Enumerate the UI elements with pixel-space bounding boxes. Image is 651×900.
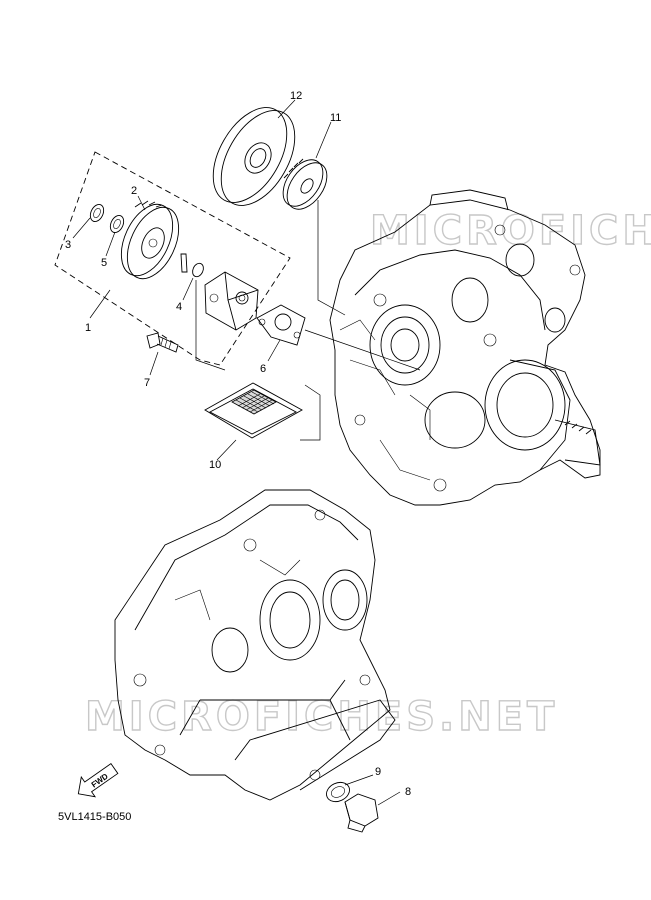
callout-11: 11 — [330, 112, 341, 124]
callout-1: 1 — [85, 322, 91, 334]
part-4-oring — [192, 262, 204, 278]
part-pump-body — [204, 271, 259, 331]
callout-10: 10 — [209, 459, 221, 471]
callout-5: 5 — [101, 257, 107, 269]
fwd-arrow-icon: FWD — [77, 762, 119, 798]
callout-8: 8 — [405, 786, 411, 798]
part-5-washer — [109, 215, 125, 233]
part-8-drain-bolt — [344, 793, 379, 833]
part-11-gear — [282, 158, 328, 210]
watermark-bottom: MICROFICHES.NET — [85, 694, 558, 740]
callout-7: 7 — [144, 377, 150, 389]
callout-3: 3 — [65, 239, 71, 251]
diagram-code: 5VL1415-B050 — [58, 811, 131, 823]
callout-4: 4 — [176, 301, 182, 313]
callout-9: 9 — [375, 766, 381, 778]
callout-6: 6 — [260, 363, 266, 375]
assembly-box — [54, 151, 291, 366]
fwd-label: FWD — [90, 772, 110, 790]
callout-labels: 1 2 3 4 5 6 7 8 9 10 11 12 — [65, 90, 411, 798]
part-2-gear — [120, 200, 180, 280]
callout-2: 2 — [131, 185, 137, 197]
callout-leaders — [72, 99, 401, 806]
crankcase-left — [114, 489, 396, 801]
part-6-gasket — [256, 304, 306, 346]
part-12-cover — [212, 107, 296, 206]
callout-12: 12 — [290, 90, 302, 102]
watermark-top: MICROFICHES.NET — [370, 208, 651, 254]
assembly-leaders — [195, 200, 421, 441]
part-7-bolt — [146, 332, 179, 353]
part-pin — [180, 253, 188, 273]
part-10-strainer — [204, 382, 303, 439]
crankcase-right — [329, 189, 601, 506]
part-9-washer — [326, 781, 350, 803]
part-3-circlip — [89, 204, 105, 222]
